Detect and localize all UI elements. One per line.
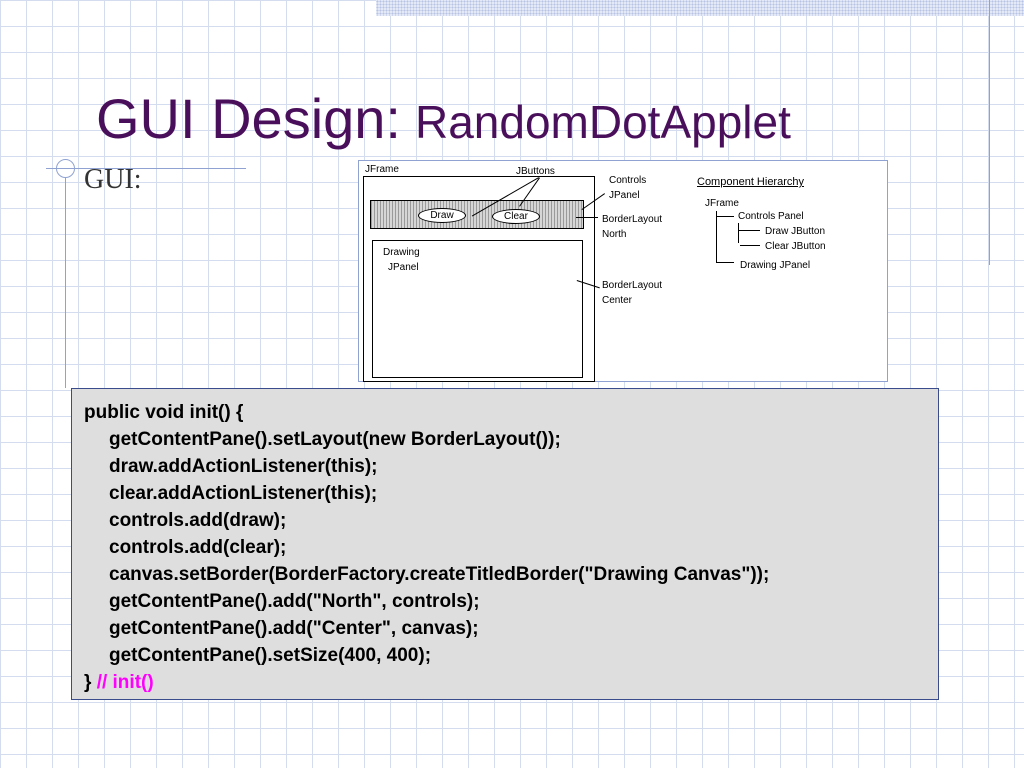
hierarchy-branch-draw [738,230,760,231]
hierarchy-root: JFrame [705,198,739,209]
hierarchy-draw: Draw JButton [765,226,826,237]
code-line-7: canvas.setBorder(BorderFactory.createTit… [109,564,770,585]
center-label-line2: Center [602,295,633,306]
slide-title-main: GUI Design: [96,87,401,150]
closing-comment: // [96,672,108,693]
code-line-9: getContentPane().add("Center", canvas); [109,618,479,639]
hierarchy-title: Component Hierarchy [697,176,804,188]
hierarchy-branch-controls [716,216,734,217]
hierarchy-clear: Clear JButton [765,241,826,252]
slide-title: GUI Design: RandomDotApplet [96,86,791,151]
bullet-text: GUI: [84,164,142,195]
jbuttons-label: JButtons [516,166,555,177]
code-block: public void init() { getContentPane().se… [71,388,939,700]
code-line-8: getContentPane().add("North", controls); [109,591,480,612]
drawing-panel-label-line2: JPanel [388,262,419,273]
hierarchy-drawing: Drawing JPanel [740,260,811,271]
draw-button-oval: Draw [418,208,466,223]
slide-title-sub: RandomDotApplet [415,96,791,148]
code-line-5: controls.add(draw); [109,510,287,531]
closing-brace: } [84,672,92,693]
closing-method-name: init() [112,672,154,693]
controls-label-line2: JPanel [609,190,640,201]
hierarchy-branch-drawing [716,262,734,263]
code-line-3: draw.addActionListener(this); [109,456,378,477]
code-closing-line: } // init() [84,669,938,696]
drawing-panel-box [372,240,583,378]
code-line-4: clear.addActionListener(this); [109,483,378,504]
bullet-decor-hline [46,168,246,169]
bullet-decor-vline [65,178,66,388]
north-label-line2: North [602,229,627,240]
drawing-panel-label-line1: Drawing [383,247,420,258]
header-decoration-strip [376,0,1024,16]
controls-panel-strip [370,200,584,229]
clear-button-oval: Clear [492,209,540,224]
hierarchy-subtree-trunk [738,223,739,243]
hierarchy-tree-trunk [716,211,717,263]
code-line-2: getContentPane().setLayout(new BorderLay… [109,429,561,450]
jframe-label: JFrame [365,164,399,175]
decorative-vertical-line [989,0,990,265]
code-line-6: controls.add(clear); [109,537,287,558]
north-leader [576,217,598,218]
hierarchy-branch-clear [740,245,760,246]
center-label-line1: BorderLayout [602,280,663,291]
bullet-ring-icon [56,159,75,178]
gui-layout-diagram: JFrame Draw Clear Drawing JPanel JButton… [358,160,888,382]
code-line-1: public void init() { [84,402,244,423]
hierarchy-controls: Controls Panel [738,211,804,222]
north-label-line1: BorderLayout [602,214,663,225]
code-line-10: getContentPane().setSize(400, 400); [109,645,432,666]
controls-label-line1: Controls [609,175,647,186]
